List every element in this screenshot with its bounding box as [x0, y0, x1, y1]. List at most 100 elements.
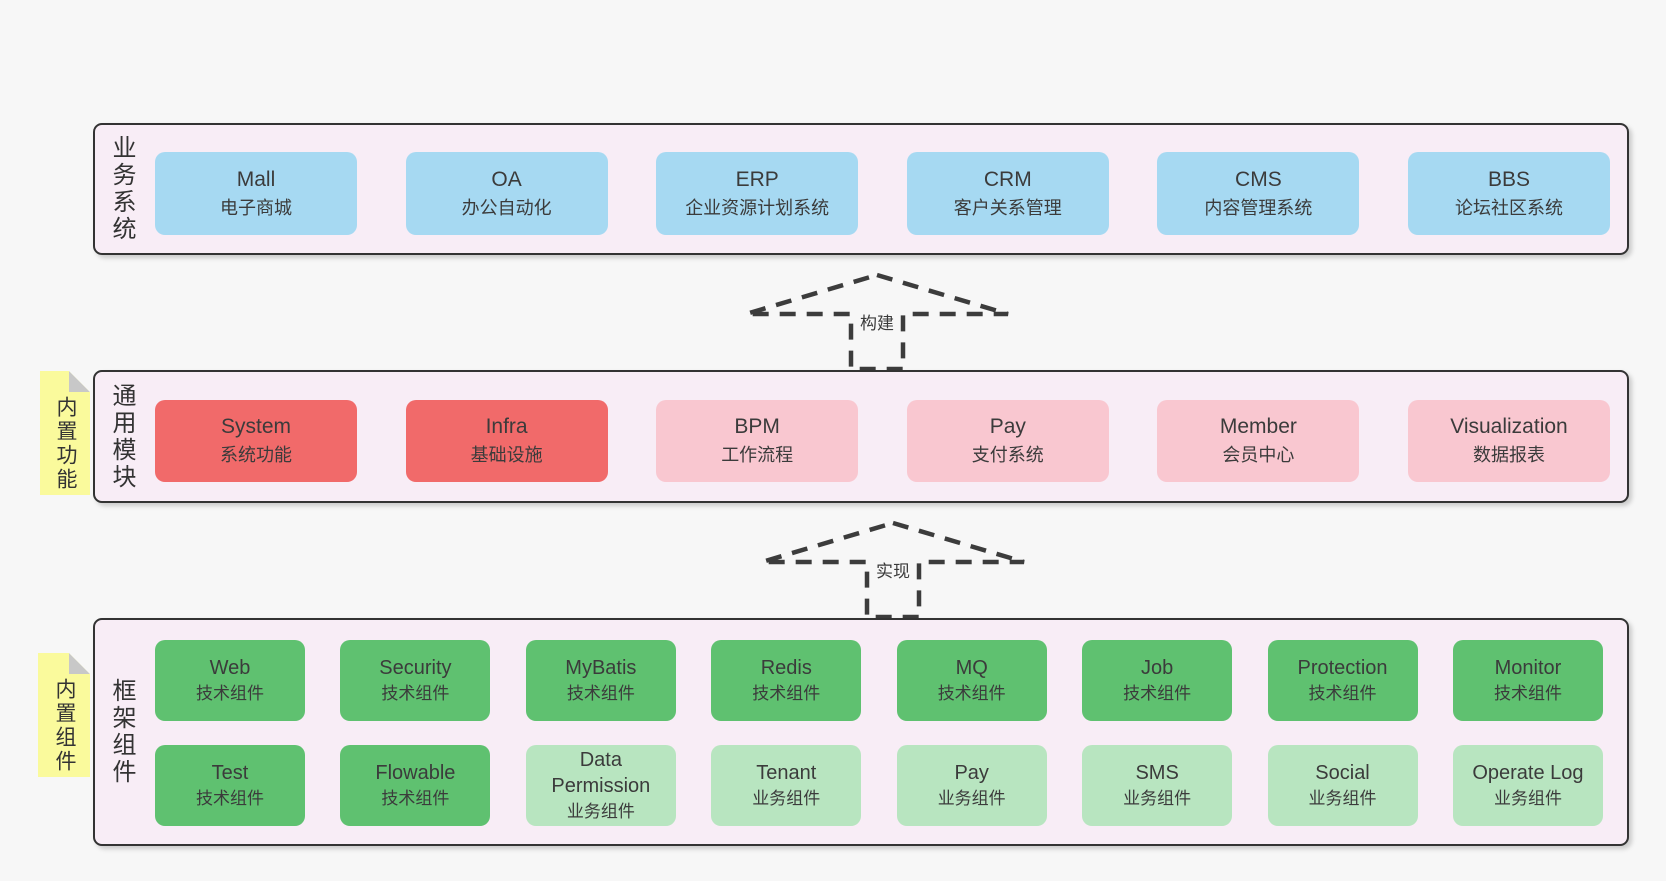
band-label-common-modules: 通用模块: [108, 382, 135, 491]
module-box-tenant: Tenant 业务组件: [711, 745, 862, 826]
dashed-up-arrow-icon: [761, 520, 1025, 618]
module-name: Social: [1315, 761, 1370, 784]
module-name: OA: [491, 167, 522, 191]
module-name: Visualization: [1450, 415, 1568, 438]
module-name: Security: [379, 656, 452, 679]
module-box-test: Test 技术组件: [155, 745, 305, 826]
build-arrow: 构建: [737, 272, 1017, 370]
module-subtitle: 内容管理系统: [1204, 197, 1313, 218]
module-box-redis: Redis 技术组件: [711, 640, 862, 721]
module-name: Web: [209, 656, 251, 679]
module-box-visualization: Visualization 数据报表: [1407, 400, 1610, 482]
module-box-protection: Protection 技术组件: [1267, 640, 1418, 721]
module-subtitle: 技术组件: [937, 683, 1006, 703]
module-subtitle: 技术组件: [196, 788, 264, 808]
build-arrow-label: 构建: [856, 309, 898, 334]
sticky-note-built-in-features: 内置功能: [40, 371, 90, 495]
module-box-operate-log: Operate Log 业务组件: [1452, 745, 1603, 826]
module-subtitle: 业务组件: [937, 788, 1006, 808]
module-subtitle: 技术组件: [1123, 683, 1192, 703]
module-box-infra: Infra 基础设施: [405, 400, 608, 482]
module-box-mq: MQ 技术组件: [896, 640, 1047, 721]
module-subtitle: 办公自动化: [461, 197, 552, 218]
implement-arrow-label: 实现: [872, 557, 914, 582]
band-label-framework-components: 框架组件: [108, 678, 135, 786]
module-subtitle: 业务组件: [1123, 788, 1192, 808]
module-subtitle: 基础设施: [470, 445, 543, 465]
module-name: System: [220, 415, 291, 438]
module-name: Mall: [236, 167, 276, 191]
sticky-note-text: 内置功能: [54, 396, 77, 492]
module-box-sms: SMS 业务组件: [1082, 745, 1233, 826]
module-subtitle: 工作流程: [721, 445, 794, 465]
module-name: BPM: [734, 415, 780, 438]
module-box-mall: Mall 电子商城: [155, 152, 357, 235]
module-box-system: System 系统功能: [155, 400, 357, 482]
module-name: Pay: [989, 415, 1026, 438]
module-box-oa: OA 办公自动化: [405, 152, 608, 235]
module-box-erp: ERP 企业资源计划系统: [656, 152, 859, 235]
module-subtitle: 支付系统: [971, 445, 1044, 465]
module-subtitle: 技术组件: [566, 683, 635, 703]
band-business-systems: 业务系统 Mall 电子商城 OA 办公自动化 ERP 企业资源计划系统 CRM 客户关系管理…: [93, 123, 1629, 255]
module-name: MyBatis: [565, 656, 637, 679]
module-name: Test: [211, 761, 249, 784]
module-box-bbs: BBS 论坛社区系统: [1407, 152, 1610, 235]
module-name: SMS: [1135, 761, 1179, 784]
module-subtitle: 电子商城: [220, 197, 292, 218]
module-name: Redis: [760, 656, 812, 679]
module-subtitle: 系统功能: [220, 445, 292, 465]
module-name: CRM: [983, 167, 1032, 191]
module-name: Infra: [485, 415, 528, 438]
module-subtitle: 技术组件: [1308, 683, 1377, 703]
module-box-pay: Pay 业务组件: [896, 745, 1047, 826]
module-box-bpm: BPM 工作流程: [656, 400, 859, 482]
module-name: Tenant: [756, 761, 817, 784]
module-box-security: Security 技术组件: [340, 640, 491, 721]
module-name: Pay: [954, 761, 989, 784]
module-box-monitor: Monitor 技术组件: [1452, 640, 1603, 721]
module-name: MQ: [955, 656, 988, 679]
module-name: Monitor: [1494, 656, 1562, 679]
module-name: Flowable: [375, 761, 456, 784]
module-subtitle: 会员中心: [1222, 445, 1295, 465]
sticky-note-built-in-components: 内置组件: [38, 653, 90, 777]
module-box-cms: CMS 内容管理系统: [1157, 152, 1360, 235]
module-subtitle: 业务组件: [566, 801, 635, 821]
band-label-business-systems: 业务系统: [108, 135, 135, 243]
module-box-flowable: Flowable 技术组件: [340, 745, 491, 826]
module-name: Operate Log: [1472, 761, 1584, 784]
module-subtitle: 技术组件: [381, 788, 450, 808]
dashed-up-arrow-icon: [745, 272, 1009, 370]
band-common-modules: 通用模块 System 系统功能 Infra 基础设施 BPM 工作流程 Pay 支付系统 Me…: [93, 370, 1629, 503]
module-subtitle: 业务组件: [1493, 788, 1562, 808]
sticky-note-text: 内置组件: [53, 678, 76, 774]
module-box-member: Member 会员中心: [1157, 400, 1360, 482]
module-subtitle: 技术组件: [381, 683, 450, 703]
module-subtitle: 客户关系管理: [953, 197, 1062, 218]
module-subtitle: 技术组件: [752, 683, 821, 703]
module-subtitle: 企业资源计划系统: [685, 197, 830, 218]
module-subtitle: 数据报表: [1472, 445, 1545, 465]
module-name: CMS: [1235, 167, 1282, 191]
module-box-crm: CRM 客户关系管理: [906, 152, 1109, 235]
module-name: BBS: [1487, 167, 1530, 191]
module-box-pay: Pay 支付系统: [906, 400, 1109, 482]
module-subtitle: 业务组件: [1308, 788, 1377, 808]
module-subtitle: 技术组件: [1493, 683, 1562, 703]
module-subtitle: 论坛社区系统: [1454, 197, 1563, 218]
module-name: Protection: [1297, 656, 1388, 679]
business-systems-row: Mall 电子商城 OA 办公自动化 ERP 企业资源计划系统 CRM 客户关系管理 CMS 内容…: [155, 152, 1610, 235]
module-box-mybatis: MyBatis 技术组件: [525, 640, 676, 721]
module-name: Member: [1219, 415, 1297, 438]
common-modules-row: System 系统功能 Infra 基础设施 BPM 工作流程 Pay 支付系统 Member 会…: [155, 400, 1610, 482]
module-subtitle: 业务组件: [752, 788, 821, 808]
module-name: ERP: [735, 167, 779, 191]
